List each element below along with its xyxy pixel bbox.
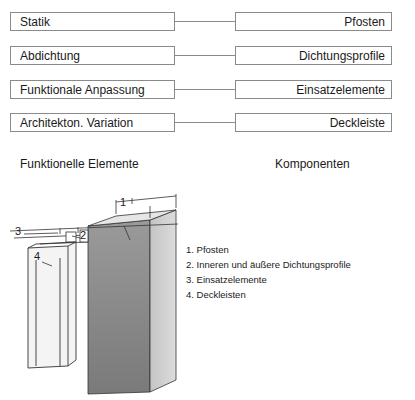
connector-line (175, 122, 235, 123)
box-label: Deckleiste (330, 116, 385, 130)
function-box: Pfosten (235, 12, 392, 31)
callout-number: 1 (120, 196, 126, 208)
legend-item: 3. Einsatzelemente (186, 274, 267, 285)
column-heading: Funktionelle Elemente (20, 157, 139, 171)
callout-number: 2 (80, 229, 86, 241)
box-label: Abdichtung (20, 49, 80, 63)
legend-item: 2. Inneren und äußere Dichtungsprofile (186, 259, 351, 270)
connector-line (175, 21, 235, 22)
legend-item: 4. Deckleisten (186, 289, 246, 300)
box-label: Dichtungsprofile (299, 49, 385, 63)
box-label: Pfosten (344, 15, 385, 29)
callout-number: 4 (34, 250, 40, 262)
connector-line (175, 55, 235, 56)
function-box: Dichtungsprofile (235, 46, 392, 65)
function-box: Funktionale Anpassung (10, 80, 175, 99)
box-label: Einsatzelemente (296, 83, 385, 97)
function-box: Deckleiste (235, 113, 392, 132)
glass-pane (10, 224, 178, 244)
dimension-marks (116, 194, 176, 218)
function-box: Statik (10, 12, 175, 31)
function-box: Abdichtung (10, 46, 175, 65)
legend-item: 1. Pfosten (186, 244, 229, 255)
function-box: Einsatzelemente (235, 80, 392, 99)
column-heading: Komponenten (275, 157, 350, 171)
box-label: Statik (20, 15, 50, 29)
box-label: Architekton. Variation (20, 116, 133, 130)
callout-number: 3 (15, 225, 21, 237)
leader-lines (24, 226, 130, 266)
box-label: Funktionale Anpassung (20, 83, 145, 97)
connector-line (175, 89, 235, 90)
cover-strip (28, 242, 76, 368)
post-body (88, 210, 176, 394)
seal-profiles (66, 230, 88, 242)
function-box: Architekton. Variation (10, 113, 175, 132)
